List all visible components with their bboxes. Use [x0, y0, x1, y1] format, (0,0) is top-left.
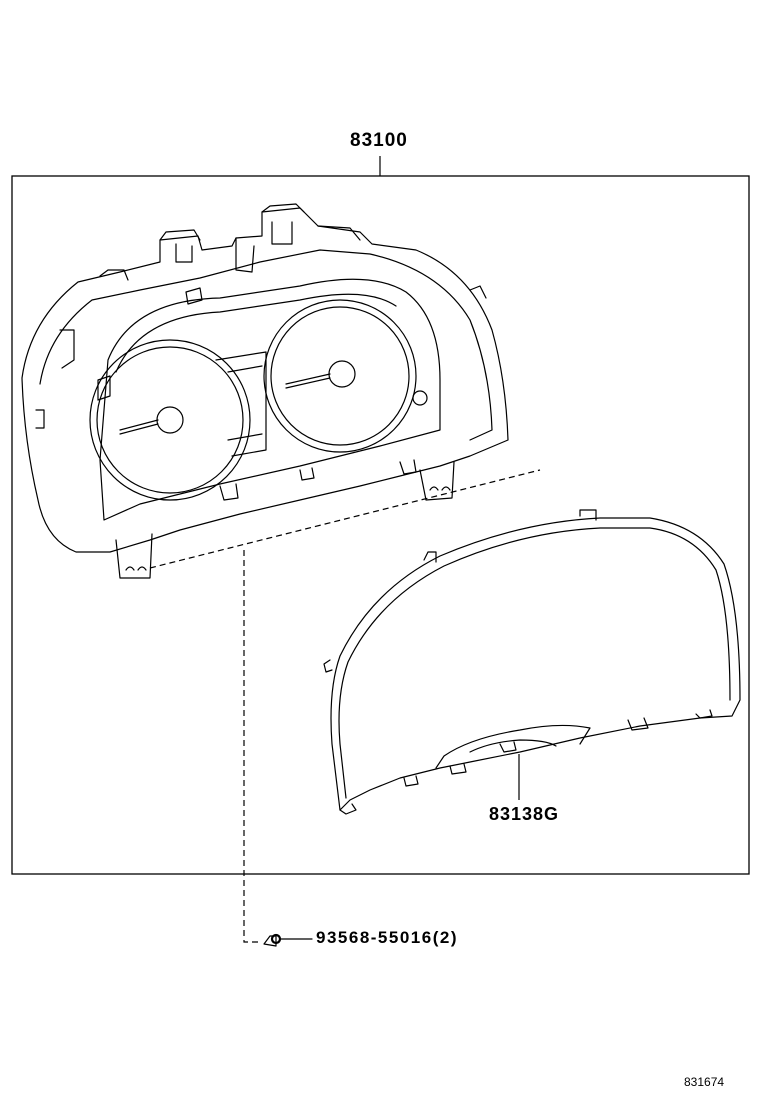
part-number-screw: 93568-55016(2)	[316, 928, 458, 947]
reference-line-cluster	[149, 469, 541, 569]
figure-code: 831674	[684, 1075, 725, 1089]
cluster-cover-drawing	[323, 509, 741, 815]
assembly-boundary-box	[11, 175, 750, 875]
screw-drawing	[263, 933, 313, 947]
part-number-cover: 83138G	[489, 804, 560, 824]
reference-line-screw	[243, 550, 262, 943]
combination-meter-drawing	[21, 203, 509, 579]
part-number-main-assembly: 83100	[350, 130, 408, 151]
